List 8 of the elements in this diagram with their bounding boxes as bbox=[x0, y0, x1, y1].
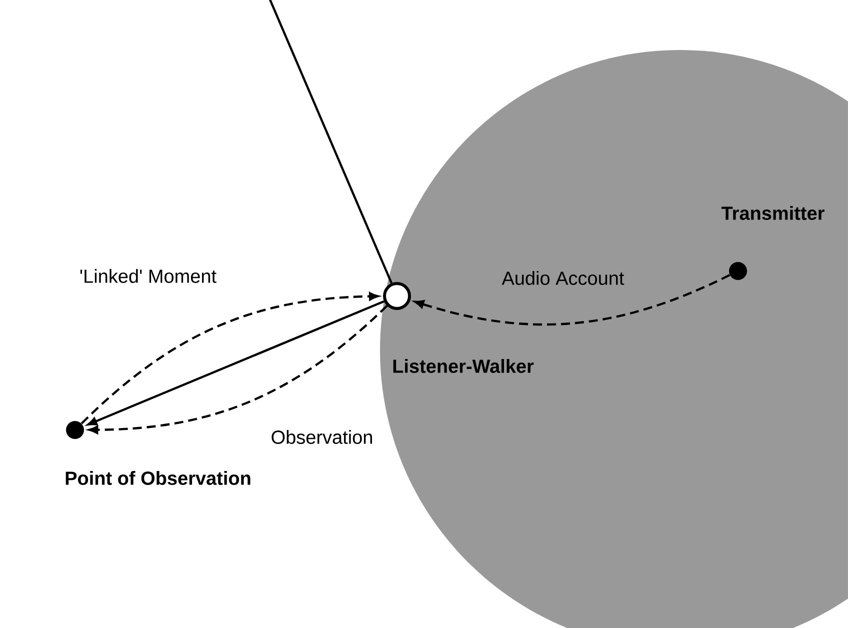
arrow bbox=[414, 274, 730, 326]
edge-label: 'Linked' Moment bbox=[80, 269, 216, 283]
node-label: Listener-Walker bbox=[393, 359, 534, 373]
node-label: Point of Observation bbox=[66, 471, 250, 485]
edge-label: Audio Account bbox=[502, 271, 624, 285]
edge-label: Observation bbox=[272, 430, 372, 444]
connector-line bbox=[267, 0, 392, 284]
node-label: Transmitter bbox=[721, 206, 824, 220]
